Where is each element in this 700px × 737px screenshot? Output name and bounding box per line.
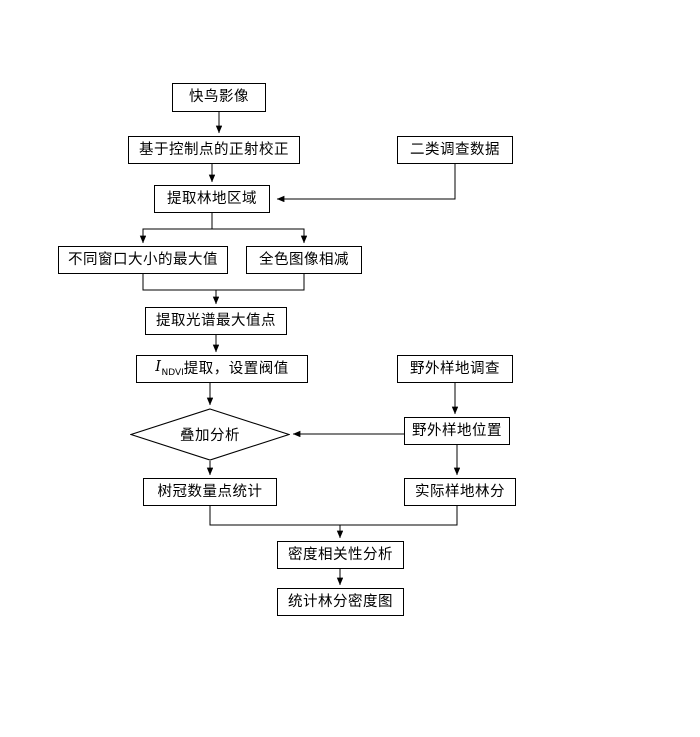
node-crown-count-statistics[interactable]: 树冠数量点统计 [143,478,277,506]
node-survey-data[interactable]: 二类调查数据 [397,136,513,164]
node-overlay-analysis[interactable]: 叠加分析 [130,408,290,461]
node-extract-forest-area[interactable]: 提取林地区域 [154,185,270,213]
node-field-plot-survey[interactable]: 野外样地调查 [397,355,513,383]
edge-n6-merge [216,274,305,291]
node-stand-density-map[interactable]: 统计林分密度图 [277,588,404,616]
node-label: 密度相关性分析 [288,546,393,563]
node-label: 野外样地位置 [412,422,502,439]
edge-n13-merge [340,506,458,526]
ndvi-symbol: INDVI [155,359,184,378]
node-label: 全色图像相减 [259,251,349,268]
node-label: 野外样地调查 [410,360,500,377]
edge-n3-n4 [276,164,456,203]
edge-n5-merge [142,274,216,291]
node-label: 提取光谱最大值点 [156,312,276,329]
node-label: 实际样地林分 [415,483,505,500]
node-label: 提取林地区域 [167,190,257,207]
node-panchromatic-subtraction[interactable]: 全色图像相减 [246,246,362,274]
node-field-plot-location[interactable]: 野外样地位置 [404,417,510,445]
node-window-max-values[interactable]: 不同窗口大小的最大值 [58,246,228,274]
node-label: 叠加分析 [180,428,240,444]
node-orthorectification[interactable]: 基于控制点的正射校正 [128,136,300,164]
node-quickbird-image[interactable]: 快鸟影像 [172,83,266,112]
edge-n4-split-right [212,228,308,244]
diamond-shape [130,408,290,461]
edge-n12-merge [209,506,340,526]
node-actual-plot-stand[interactable]: 实际样地林分 [404,478,516,506]
node-label: 快鸟影像 [189,89,249,106]
node-label: 树冠数量点统计 [157,483,263,500]
node-density-correlation-analysis[interactable]: 密度相关性分析 [277,541,404,569]
node-label: 基于控制点的正射校正 [139,141,289,158]
node-label: 二类调查数据 [410,141,500,158]
node-extract-spectral-max-points[interactable]: 提取光谱最大值点 [145,307,287,335]
node-label: 统计林分密度图 [288,593,393,610]
node-label: 不同窗口大小的最大值 [68,251,218,268]
node-label: 提取，设置阀值 [183,360,289,377]
edge-n4-split [139,213,213,244]
